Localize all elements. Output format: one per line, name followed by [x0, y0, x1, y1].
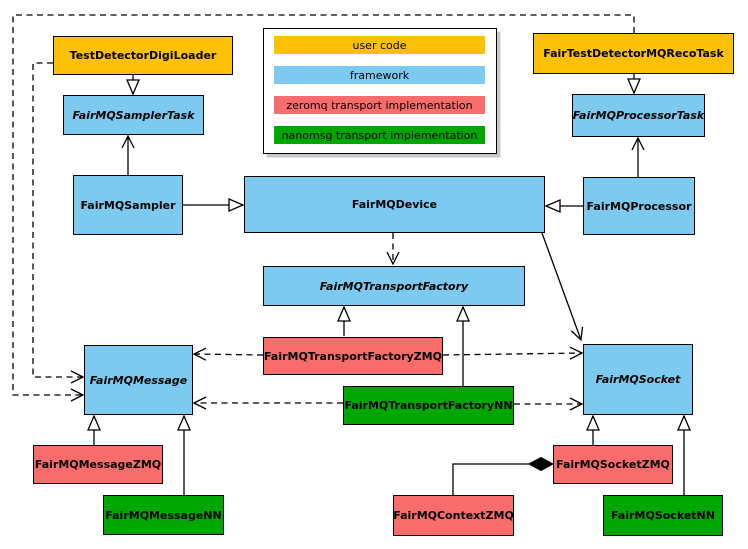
legend-label: zeromq transport implementation	[286, 98, 473, 112]
class-box-FairMQMessageNN: FairMQMessageNN	[103, 495, 224, 535]
legend: user code framework zeromq transport imple…	[263, 28, 497, 154]
class-box-FairMQMessageZMQ: FairMQMessageZMQ	[33, 445, 163, 484]
class-label: FairMQSamplerTask	[72, 108, 195, 122]
class-box-FairMQTransportFactoryZMQ: FairMQTransportFactoryZMQ	[263, 337, 443, 375]
class-box-FairTestDetectorMQRecoTask: FairTestDetectorMQRecoTask	[533, 33, 734, 74]
class-label: FairMQMessageNN	[105, 508, 222, 522]
class-box-FairMQSocketZMQ: FairMQSocketZMQ	[553, 445, 673, 484]
class-box-FairMQProcessorTask: FairMQProcessorTask	[572, 94, 705, 137]
class-label: FairMQProcessorTask	[572, 109, 705, 122]
class-label: FairMQSampler	[80, 198, 176, 212]
class-label: FairTestDetectorMQRecoTask	[543, 47, 724, 60]
class-box-FairMQMessage: FairMQMessage	[84, 345, 193, 415]
class-label: FairMQProcessor	[586, 199, 692, 213]
class-label: FairMQSocket	[595, 373, 681, 386]
class-box-FairMQProcessor: FairMQProcessor	[583, 177, 695, 235]
class-label: FairMQTransportFactory	[319, 279, 469, 293]
class-label: FairMQSocketNN	[611, 509, 715, 522]
class-box-FairMQTransportFactoryNN: FairMQTransportFactoryNN	[343, 386, 514, 425]
class-label: FairMQTransportFactoryZMQ	[264, 349, 442, 363]
class-label: FairMQMessage	[89, 373, 188, 387]
class-box-FairMQSamplerTask: FairMQSamplerTask	[63, 95, 204, 135]
class-box-FairMQContextZMQ: FairMQContextZMQ	[393, 495, 514, 536]
edge-FairMQTransportFactoryZMQ-to-FairMQSocket	[442, 353, 582, 355]
class-box-TestDetectorDigiLoader: TestDetectorDigiLoader	[53, 36, 233, 75]
edge-FairMQTransportFactoryZMQ-to-FairMQMessage	[194, 354, 264, 355]
class-label: TestDetectorDigiLoader	[69, 49, 217, 62]
legend-item-nanomsg: nanomsg transport implementation	[274, 126, 485, 144]
class-box-FairMQSampler: FairMQSampler	[73, 175, 183, 235]
legend-label: user code	[352, 38, 407, 52]
legend-label: framework	[349, 68, 410, 82]
aggregation-diamond	[527, 456, 555, 472]
legend-item-user_code: user code	[274, 36, 485, 54]
class-label: FairMQDevice	[351, 198, 438, 211]
class-box-FairMQSocketNN: FairMQSocketNN	[603, 495, 723, 536]
class-box-FairMQSocket: FairMQSocket	[583, 344, 693, 415]
legend-item-framework: framework	[274, 66, 485, 84]
class-box-FairMQTransportFactory: FairMQTransportFactory	[263, 266, 525, 306]
class-label: FairMQSocketZMQ	[556, 458, 670, 471]
class-label: FairMQContextZMQ	[393, 509, 514, 522]
edge-FairMQContextZMQ-to-FairMQSocketZMQ	[452, 463, 529, 495]
class-label: FairMQTransportFactoryNN	[344, 399, 513, 412]
legend-label: nanomsg transport implementation	[281, 128, 478, 142]
legend-item-zeromq: zeromq transport implementation	[274, 96, 485, 114]
class-box-FairMQDevice: FairMQDevice	[244, 176, 545, 233]
class-label: FairMQMessageZMQ	[34, 458, 162, 471]
edge-FairMQDevice-to-FairMQSocket	[541, 232, 581, 340]
